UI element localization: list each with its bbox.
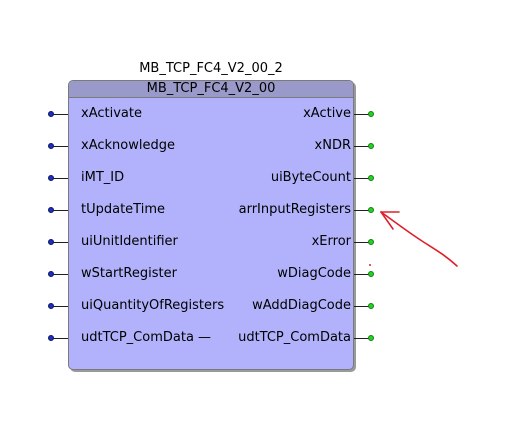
input-pin-label: uiUnitIdentifier [81, 234, 178, 249]
input-pin-line [52, 210, 68, 211]
output-pin-line [354, 306, 372, 307]
input-pin-label: iMT_ID [81, 170, 125, 185]
output-pin-label: udtTCP_ComData [238, 330, 351, 345]
input-pin-line [52, 306, 68, 307]
input-pin-label: uiQuantityOfRegisters [81, 298, 225, 313]
output-pin-label: xError [311, 234, 351, 249]
output-pin-line [354, 338, 372, 339]
output-pin-dot[interactable] [368, 175, 374, 181]
block-type-header: MB_TCP_FC4_V2_00 [69, 81, 353, 98]
input-pin-dot[interactable] [48, 111, 54, 117]
output-pin-label: uiByteCount [270, 170, 351, 185]
input-pin-dot[interactable] [48, 143, 54, 149]
input-pin-label: tUpdateTime [81, 202, 165, 217]
input-pin-line [52, 146, 68, 147]
output-pin-line [354, 114, 372, 115]
input-pin-label: xActivate [81, 106, 142, 121]
output-pin-dot[interactable] [368, 303, 374, 309]
output-pin-dot[interactable] [368, 335, 374, 341]
output-pin-line [354, 274, 372, 275]
input-pin-dot[interactable] [48, 271, 54, 277]
output-pin-line [354, 146, 372, 147]
input-pin-dot[interactable] [48, 207, 54, 213]
input-pin-dot[interactable] [48, 175, 54, 181]
output-pin-label: xNDR [314, 138, 351, 153]
input-pin-line [52, 178, 68, 179]
input-pin-line [52, 338, 68, 339]
output-pin-line [354, 178, 372, 179]
function-block[interactable]: MB_TCP_FC4_V2_00 [68, 80, 354, 370]
input-pin-label: wStartRegister [81, 266, 177, 281]
input-pin-dot[interactable] [48, 239, 54, 245]
input-pin-label: xAcknowledge [81, 138, 175, 153]
output-pin-label: xActive [303, 106, 351, 121]
output-pin-label: wAddDiagCode [252, 298, 351, 313]
output-pin-dot[interactable] [368, 143, 374, 149]
output-pin-dot[interactable] [368, 271, 374, 277]
output-pin-label: wDiagCode [277, 266, 351, 281]
instance-name: MB_TCP_FC4_V2_00_2 [139, 61, 283, 76]
input-pin-dot[interactable] [48, 335, 54, 341]
output-pin-dot[interactable] [368, 111, 374, 117]
output-pin-line [354, 242, 372, 243]
output-pin-line [354, 210, 372, 211]
output-pin-label: arrInputRegisters [238, 202, 351, 217]
output-pin-dot[interactable] [368, 239, 374, 245]
input-pin-line [52, 274, 68, 275]
output-pin-dot[interactable] [368, 207, 374, 213]
input-pin-dot[interactable] [48, 303, 54, 309]
input-pin-label: udtTCP_ComData — [81, 330, 212, 345]
input-pin-line [52, 114, 68, 115]
input-pin-line [52, 242, 68, 243]
